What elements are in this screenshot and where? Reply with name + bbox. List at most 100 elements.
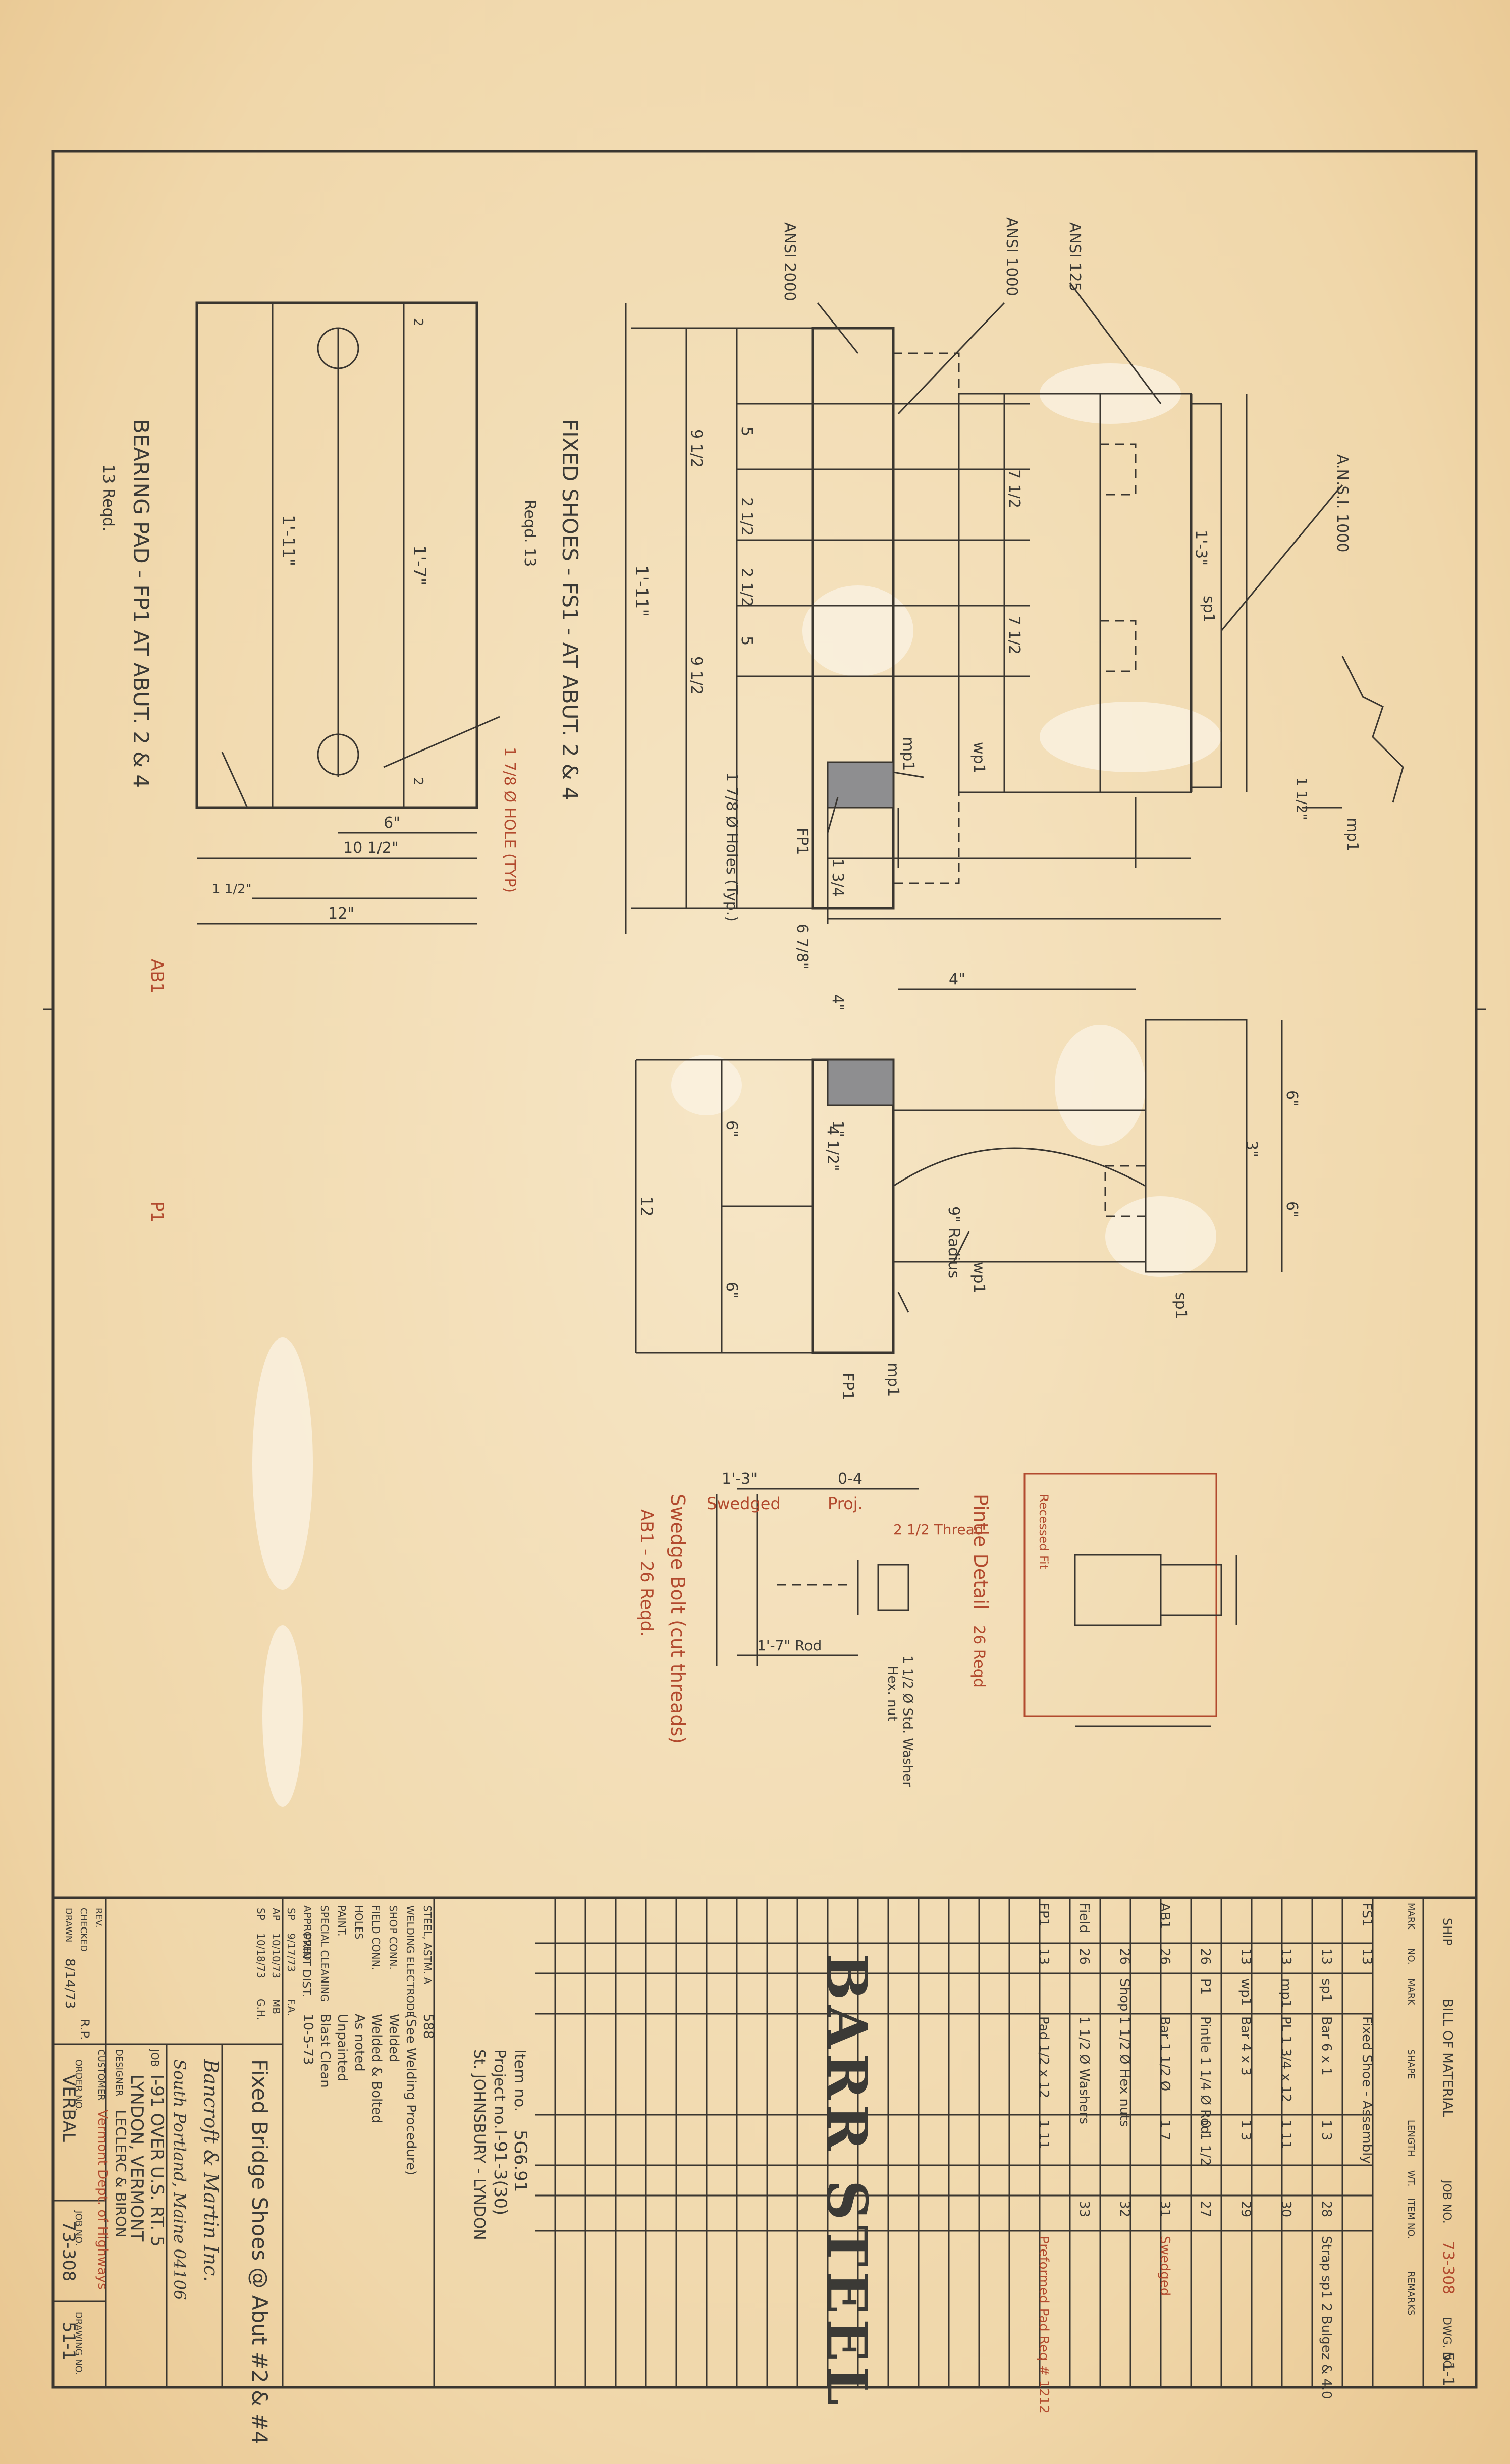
pintle-head [1160, 1564, 1222, 1616]
bom-cell-shape: Bar 4 x 3 [1238, 2016, 1253, 2076]
dim-4-sec: 4" [949, 971, 965, 988]
dim-2-half: 2 1/2 [738, 497, 756, 536]
mp1-label: mp1 [899, 737, 917, 771]
bom-column-header: NO. [1406, 1948, 1416, 1965]
fixed-shoe-section-view: 6" 6" 12 4 1/2" 6" 6" 3" 9" Radius wp1 s… [635, 971, 1301, 1400]
dim-7-half: 7 1/2 [1005, 469, 1023, 508]
recessed-label: Recessed Fit [1037, 1494, 1051, 1569]
print-by: MB [270, 1999, 282, 2014]
bom-cell-shape: Pintle 1 1/4 Ø Rod [1198, 2016, 1213, 2134]
bom-cell-no: 26 [1076, 1948, 1092, 1965]
pintle-slot [1099, 443, 1137, 496]
sp1-strap [1190, 403, 1222, 788]
print-date: 10/18/73 [255, 1933, 267, 1978]
paper-stains [252, 363, 1221, 1807]
leader [893, 771, 924, 778]
spec-value: Welded & Bolted [369, 2014, 384, 2123]
dim-9-half: 9 1/2 [687, 429, 705, 468]
pintle-note: 26 Reqd [970, 1625, 988, 1688]
fp1-pad-section [827, 761, 894, 809]
spec-label: WELDING ELECTRODE [404, 1905, 416, 2017]
bom-cell-shape: PL 1 3/4 x 12 [1278, 2016, 1293, 2102]
dim-2-b: 2 [410, 777, 425, 786]
fp1-sec-label: FP1 [839, 1373, 856, 1400]
dim-5: 5 [738, 426, 756, 436]
designer-label: DESIGNER [114, 2049, 124, 2096]
pintle-title: Pintle Detail [969, 1494, 992, 1610]
bom-column-header: ITEM NO. [1406, 2198, 1416, 2239]
spec-label: STEEL, ASTM. A [421, 1905, 434, 1985]
bom-cell-mark: FP1 [1036, 1903, 1051, 1926]
print-dist-label: PRINT DIST. [300, 1933, 312, 1997]
tb-job-no-value: 73-308 [59, 2221, 79, 2281]
bom-heading: BILL OF MATERIAL [1440, 1999, 1455, 2117]
bom-cell-piece: Shop [1117, 1978, 1132, 2011]
leader [1220, 484, 1343, 631]
ship-label: SHIP [1440, 1918, 1454, 1946]
bom-cell-shape: Bar 6 x 1 [1319, 2016, 1334, 2076]
spec-label: FIELD CONN. [370, 1905, 382, 1970]
bom-cell-piece: wp1 [1238, 1978, 1253, 2006]
dim-1-7: 1'-7" [409, 545, 429, 586]
holes-typ-label: 1 7/8 Ø Holes (Typ.) [723, 772, 740, 922]
dwg-no-value: 51-1 [1439, 2352, 1457, 2386]
bom-cell-no: 13 [1319, 1948, 1334, 1965]
break-line [1341, 656, 1404, 803]
bom-cell-shape: Bar 1 1/2 Ø [1157, 2016, 1172, 2091]
leader [953, 1231, 970, 1262]
bom-cell-mark: AB1 [1157, 1903, 1172, 1929]
bom-column-header: LENGTH [1406, 2120, 1416, 2157]
ansi-2000-label: ANSI 2000 [781, 222, 798, 301]
bom-column-header: WT. [1406, 2170, 1416, 2186]
p1-label: P1 [147, 1201, 167, 1222]
sp1-label: sp1 [1200, 596, 1217, 623]
bom-cell-shape: Fixed Shoe - Assembly [1359, 2016, 1374, 2164]
job-no-label: JOB NO. [1440, 2179, 1453, 2224]
drawing-no-value: 51-1 [59, 2322, 79, 2361]
bom-cell-item: 28 [1319, 2201, 1334, 2217]
spec-value: 588 [420, 2014, 436, 2039]
fixed-shoe-title: FIXED SHOES - FS1 - AT ABUT. 2 & 4 [558, 419, 582, 800]
sheet-border [51, 150, 1478, 2389]
dim-6-7-8: 6 7/8" [793, 924, 811, 970]
ab1-label: AB1 [147, 959, 167, 993]
bearing-pad-view: 1'-11" 1'-7" 2 2 1 7/8 Ø HOLE (TYP) 6" 1… [99, 301, 518, 1222]
bom-column-header: MARK [1406, 1903, 1416, 1930]
hole-typ-label: 1 7/8 Ø HOLE (TYP) [501, 747, 518, 893]
fixed-shoe-subtitle: Reqd. 13 [521, 500, 538, 567]
swedged-label: Swedged [707, 1494, 781, 1513]
dim-2: 2 [410, 318, 425, 327]
job-value: I-91 OVER U.S. RT. 5 [147, 2074, 167, 2247]
section-fp1 [827, 1059, 894, 1106]
dim-6-right: 6" [1283, 1090, 1301, 1107]
dim-5-b: 5 [738, 636, 756, 646]
customer-address: South Portland, Maine 04106 [170, 2059, 189, 2300]
dim-0-4: 0-4 [838, 1470, 862, 1488]
chamfer-line [221, 752, 248, 808]
dim-2-half-b: 2 1/2 [738, 568, 756, 607]
print-date: 10/10/73 [270, 1933, 282, 1978]
job-no-value: 73-308 [1439, 2241, 1457, 2294]
spec-value: Unpainted [335, 2014, 350, 2081]
radius-arc [893, 1147, 1146, 1187]
fixed-shoe-plan-view: ANSI 2000 ANSI 1000 ANSI 125 A.N.S.I. 10… [521, 217, 1404, 1137]
barr-steel-stamp: BARR STEEL [815, 1953, 880, 2411]
bom-cell-length: 1 11 [1036, 2120, 1051, 2149]
print-code: AP [270, 1908, 282, 1921]
ansi-1000-label: ANSI 1000 [1003, 217, 1020, 296]
wp1-plate [892, 352, 960, 884]
swedge-bolt-view: Swedged Proj. 1'-3" 0-4 2 1/2 Thread 1'-… [636, 1470, 984, 1787]
order-no-value: VERBAL [59, 2074, 79, 2142]
leader [817, 302, 859, 354]
bom-cell-piece: sp1 [1319, 1978, 1334, 2002]
drawn-date: 8/14/73 [62, 1958, 77, 2009]
spec-label: PAINT. [336, 1905, 348, 1937]
drawn-label: DRAWN [63, 1908, 74, 1942]
job-label: JOB [149, 2048, 161, 2067]
dim-9-half-b: 9 1/2 [687, 656, 705, 695]
tb-job-no-label: JOB NO. [73, 2210, 84, 2246]
washer-label: 1 1/2 Ø Std. Washer [900, 1655, 915, 1787]
